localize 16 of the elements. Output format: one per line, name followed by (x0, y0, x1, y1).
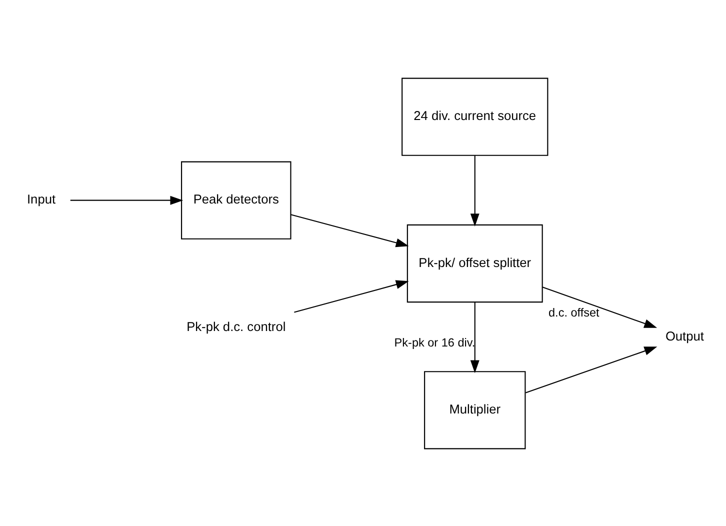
node-text: Input (27, 191, 56, 206)
node-box: 24 div. current source (402, 77, 548, 156)
arrow (526, 346, 658, 393)
arrow (542, 286, 658, 328)
node-text: Pk-pk d.c. control (186, 318, 286, 334)
node-box: Pk-pk/ offset splitter (406, 224, 543, 302)
node-box: Multiplier (424, 370, 526, 449)
arrow (70, 195, 184, 204)
arrow (290, 214, 409, 247)
arrow (470, 302, 480, 373)
node-text: Output (665, 328, 704, 344)
arrow (294, 280, 409, 312)
edge-label: d.c. offset (548, 306, 600, 320)
arrow (470, 155, 480, 226)
node-box: Peak detectors (181, 160, 292, 239)
edge-label: Pk-pk or 16 div. (394, 336, 476, 349)
